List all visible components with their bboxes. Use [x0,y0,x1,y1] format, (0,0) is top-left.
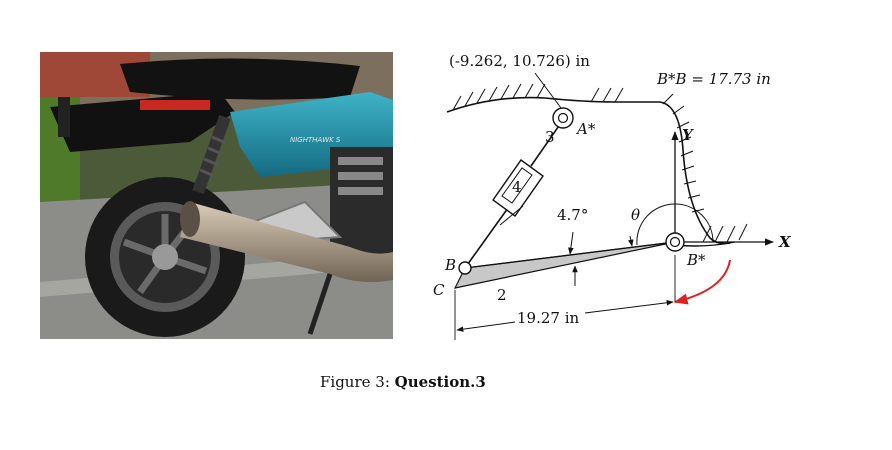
link-4-label: 4 [512,178,522,196]
badge-text: NIGHTHAWK S [290,136,341,144]
theta-label: θ [631,206,640,224]
theta-arrow [628,235,634,247]
angle-4-7-label: 4.7° [557,206,588,224]
motorcycle-photo: NIGHTHAWK S [40,52,393,339]
b-label: B [444,256,456,274]
a-star-label: A* [575,120,596,138]
link-2-label: 2 [497,286,507,304]
length-dimension [454,255,676,340]
b-star-label: B* [686,251,706,269]
pivot-b-star [665,232,685,252]
x-axis-label: X [778,233,792,251]
linkage-diagram: X Y θ 4.7° 19.27 in (-9.262, [433,52,792,340]
joint-b [458,261,472,275]
coord-leader [534,72,562,109]
exhaust-pipe [180,202,393,282]
link-3-label: 3 [545,128,555,146]
caption-title: Question.3 [394,373,486,391]
kickstand [307,273,333,335]
figure-caption: Figure 3: Question.3 [320,373,486,391]
bb-length-label: B*B = 17.73 in [656,70,771,88]
caption-prefix: Figure 3: [320,373,390,391]
pivot-a-star [552,107,574,129]
frame-ground [446,83,748,247]
y-axis-label: Y [682,126,694,144]
length-label: 19.27 in [517,309,580,327]
c-label: C [433,281,445,299]
shock-absorber [192,114,231,195]
a-star-coordinates: (-9.262, 10.726) in [449,52,590,70]
rotation-arrow [673,259,731,305]
seat [120,58,360,100]
shock-link [464,119,564,269]
